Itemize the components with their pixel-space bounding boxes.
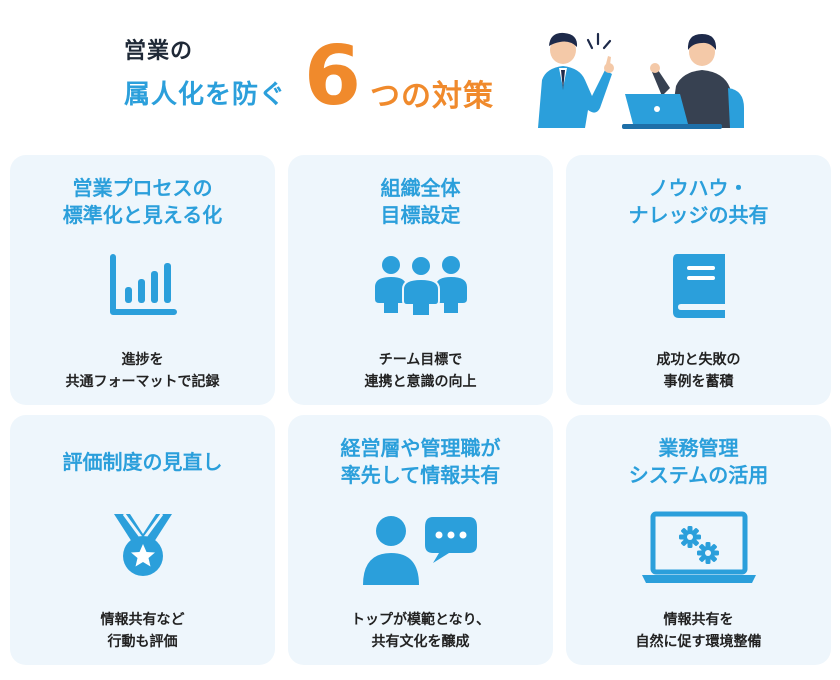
book-icon bbox=[566, 250, 831, 322]
card-description: 情報共有を 自然に促す環境整備 bbox=[635, 612, 762, 650]
card-description: 情報共有など 行動も評価 bbox=[100, 612, 185, 650]
card-evaluation-review: 評価制度の見直し 情報共有など 行動も評価 bbox=[10, 415, 275, 665]
card-description: トップが模範となり、 共有文化を醸成 bbox=[350, 612, 491, 650]
card-knowhow-sharing: ノウハウ・ ナレッジの共有 成功と失敗の 事例を蓄積 bbox=[566, 155, 831, 405]
card-description: チーム目標で 連携と意識の向上 bbox=[364, 352, 477, 390]
bar-chart-icon bbox=[10, 253, 275, 317]
card-title: 組織全体 目標設定 bbox=[380, 176, 461, 227]
person-speech-icon bbox=[288, 513, 553, 587]
title-line2: 属人化を防ぐ bbox=[124, 80, 287, 110]
card-title: 営業プロセスの 標準化と見える化 bbox=[62, 176, 223, 227]
card-description: 成功と失敗の 事例を蓄積 bbox=[656, 352, 741, 390]
header: 営業の 属人化を防ぐ 6 つの対策 bbox=[0, 0, 840, 150]
team-icon bbox=[288, 255, 553, 317]
card-description: 進捗を 共通フォーマットで記録 bbox=[65, 352, 220, 390]
title-line1: 営業の bbox=[124, 39, 194, 64]
card-title: 業務管理 システムの活用 bbox=[628, 436, 769, 487]
card-process-standardization: 営業プロセスの 標準化と見える化 進捗を 共通フォーマットで記録 bbox=[10, 155, 275, 405]
card-title: 評価制度の見直し bbox=[62, 450, 223, 474]
card-system-utilization: 業務管理 システムの活用 情報共有を 自然に促す環境整備 bbox=[566, 415, 831, 665]
business-people-illustration bbox=[538, 32, 744, 129]
card-leadership-sharing: 経営層や管理職が 率先して情報共有 トップが模範となり、 共有文化を醸成 bbox=[288, 415, 553, 665]
card-title: ノウハウ・ ナレッジの共有 bbox=[628, 176, 769, 227]
medal-icon bbox=[10, 510, 275, 582]
title-number: 6 bbox=[304, 29, 362, 124]
laptop-gears-icon bbox=[566, 511, 831, 585]
title-suffix: つの対策 bbox=[370, 79, 494, 114]
card-organization-goals: 組織全体 目標設定 チーム目標で 連携と意識の向上 bbox=[288, 155, 553, 405]
card-title: 経営層や管理職が 率先して情報共有 bbox=[340, 436, 501, 487]
